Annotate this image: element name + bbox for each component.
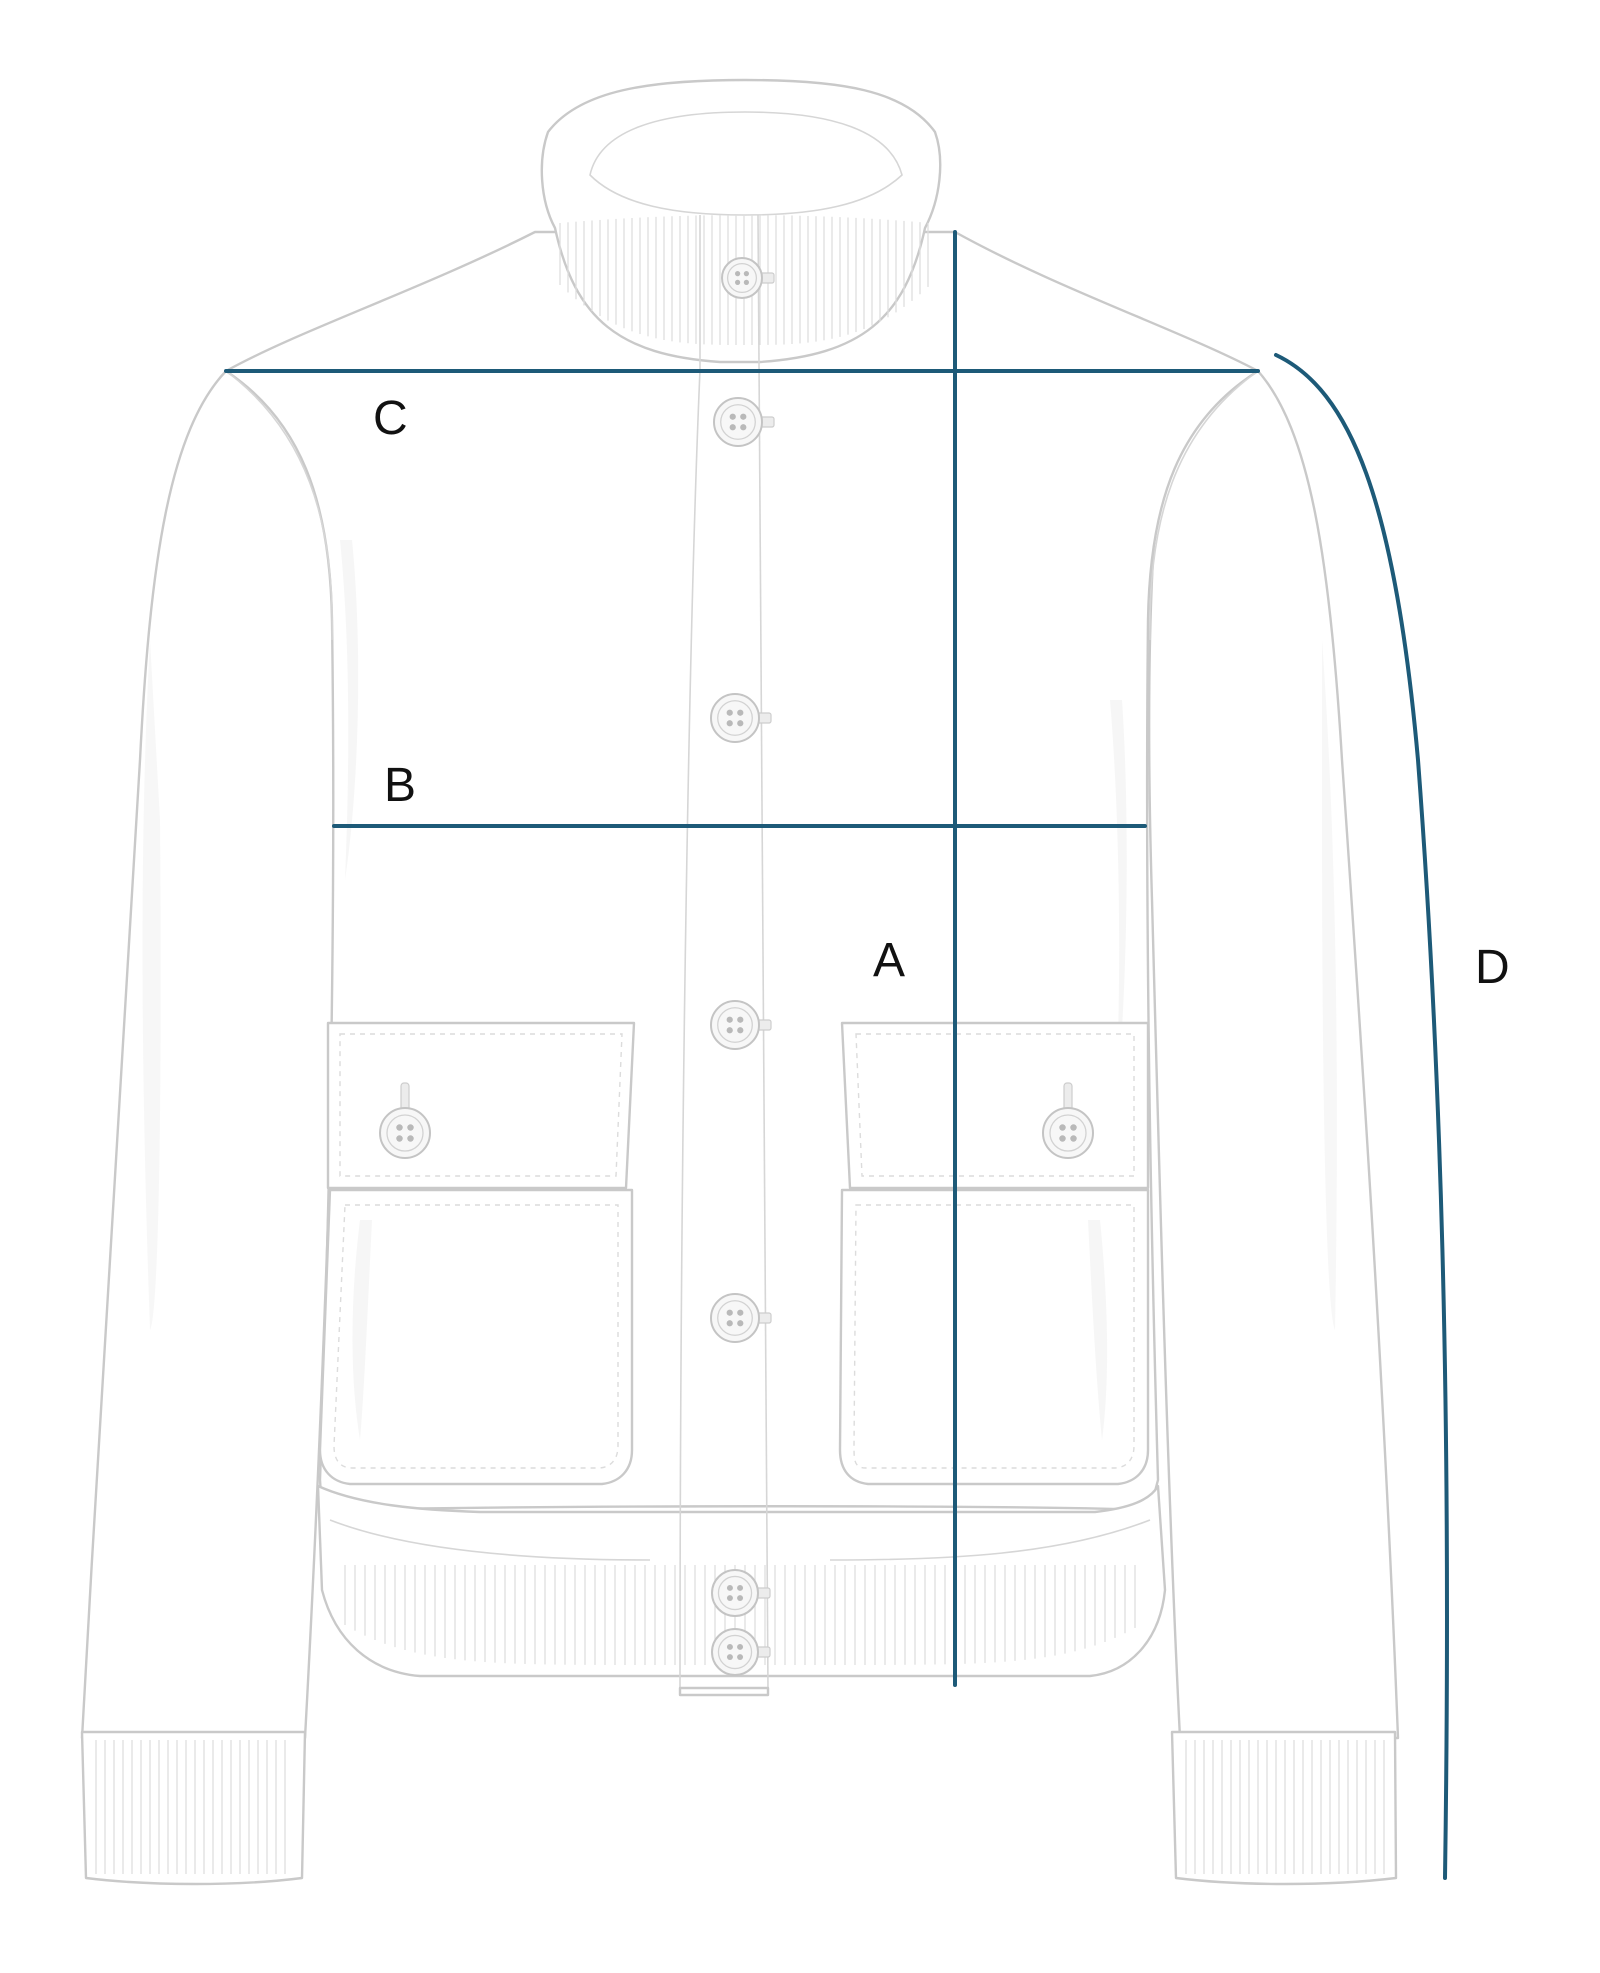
right-sleeve [1147, 369, 1400, 1740]
left-sleeve [80, 369, 343, 1740]
right-cuff [1170, 1730, 1398, 1886]
button [710, 1000, 772, 1050]
button [711, 1628, 771, 1676]
buttons [379, 257, 1094, 1676]
button [710, 693, 772, 743]
button [713, 397, 775, 447]
button [379, 1082, 431, 1159]
button [710, 1293, 772, 1343]
label-c: C [373, 392, 408, 445]
label-a: A [873, 934, 905, 987]
right-pocket [838, 1021, 1150, 1486]
button [721, 257, 775, 299]
measurement-lines [224, 230, 1449, 1880]
measure-line-d [1274, 353, 1449, 1880]
button [1042, 1082, 1094, 1159]
label-d: D [1475, 941, 1510, 994]
left-cuff [80, 1730, 307, 1886]
left-pocket [318, 1021, 636, 1486]
label-b: B [384, 759, 416, 812]
ribbed-collar [540, 78, 942, 364]
button [711, 1569, 771, 1617]
